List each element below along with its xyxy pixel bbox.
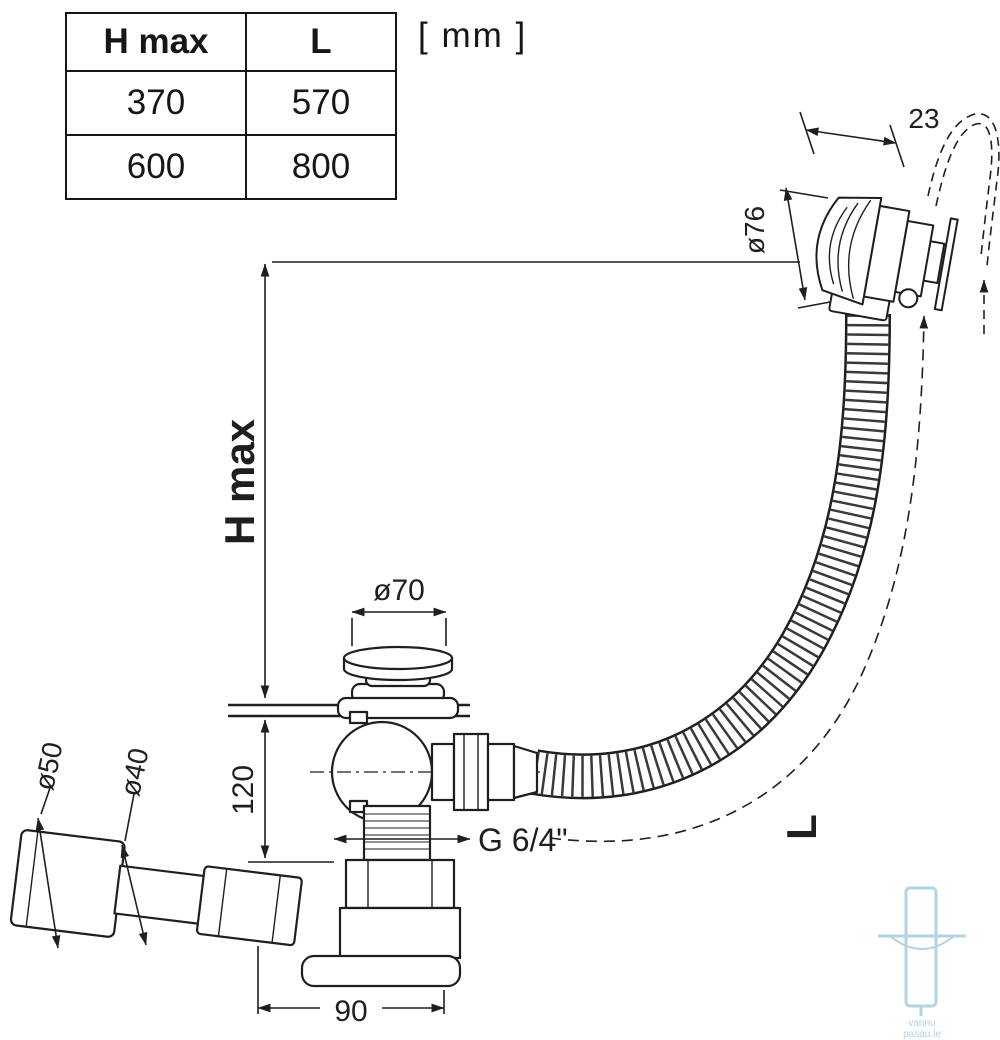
cable-knob — [898, 288, 919, 309]
outlet-dia40-dimension-line — [120, 844, 148, 946]
spec-table-header-l: L — [245, 12, 397, 72]
overflow-dia-dimension-line — [783, 187, 808, 301]
thread-label: G 6/4" — [478, 822, 568, 858]
bottom-nut-assembly — [300, 858, 462, 988]
table-row: 600 800 — [65, 134, 397, 200]
overflow-cap — [815, 196, 883, 306]
outlet-dia50-dimension-line — [35, 817, 61, 949]
threaded-tailpiece — [362, 804, 432, 862]
table-cell-l-2: 800 — [245, 134, 397, 200]
hose-length-label: L — [778, 814, 825, 840]
dimension-lines — [35, 111, 905, 1014]
outlet-dia50-label: ø50 — [28, 739, 68, 793]
spec-table-header-row: H max L — [65, 12, 397, 72]
depth-120-label: 120 — [227, 765, 260, 815]
h-max-label: H max — [216, 418, 263, 545]
siphon-body — [310, 710, 545, 824]
plug-dia-label: ø70 — [373, 574, 425, 607]
outlet-elbow — [9, 829, 303, 947]
hose-length-dashed-path — [549, 315, 929, 843]
table-cell-hmax-1: 370 — [65, 70, 247, 136]
corrugated-hose — [530, 313, 891, 800]
hose-union-nut — [452, 732, 490, 812]
trap-cup — [300, 954, 462, 988]
base-width-label: 90 — [334, 995, 367, 1028]
drain-plug — [336, 645, 460, 720]
drain-assembly — [9, 645, 545, 988]
cable-width-label: 23 — [908, 103, 939, 134]
watermark: vannu pasau.le — [878, 886, 966, 1040]
table-cell-l-1: 570 — [245, 70, 397, 136]
cable-width-dimension-line — [805, 127, 897, 146]
table-cell-hmax-2: 600 — [65, 134, 247, 200]
overflow-head — [815, 196, 959, 322]
elbow-nut — [195, 865, 303, 947]
table-row: 370 570 — [65, 70, 397, 136]
watermark-text-line2: pasau.le — [903, 1029, 941, 1040]
watermark-text-line1: vannu — [908, 1018, 935, 1029]
overflow-dia-label: ø76 — [739, 206, 770, 254]
bottom-union-nut — [344, 858, 456, 910]
spec-table-header-hmax: H max — [65, 12, 247, 72]
units-label: [ mm ] — [418, 16, 528, 55]
spec-table: H max L 370 570 600 800 — [65, 12, 397, 200]
outlet-dia40-label: ø40 — [114, 745, 154, 799]
cable-dashed-lines — [927, 113, 1000, 334]
